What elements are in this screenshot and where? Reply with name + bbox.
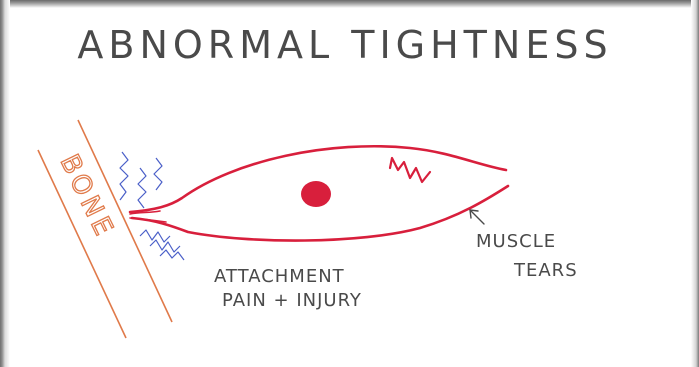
attachment-label-line1: ATTACHMENT xyxy=(214,266,345,287)
diagram-title: ABNORMAL TIGHTNESS xyxy=(77,23,612,67)
pain-squiggles-upper xyxy=(120,152,162,208)
attachment-fringe xyxy=(130,211,166,222)
muscle-tears-label-line2: TEARS xyxy=(513,260,578,281)
pain-squiggles-lower xyxy=(140,230,184,260)
attachment-label-line2: PAIN + INJURY xyxy=(222,290,362,311)
tear-pointer-arrow xyxy=(470,210,484,224)
trigger-point-dot xyxy=(301,181,331,207)
bone-label: BONE xyxy=(54,150,120,244)
muscle-tears-label-line1: MUSCLE xyxy=(476,231,556,252)
muscle-tear-squiggle xyxy=(390,158,430,182)
